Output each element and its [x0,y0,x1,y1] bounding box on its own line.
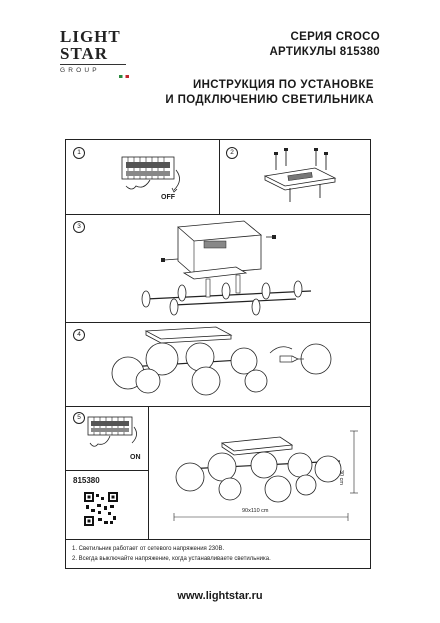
title-line-1: ИНСТРУКЦИЯ ПО УСТАНОВКЕ [192,79,374,91]
step-number-1: 1 [73,147,85,159]
step-number-2: 2 [226,147,238,159]
step-number-4: 4 [73,329,85,341]
logo-line-2: STAR [60,44,109,63]
italian-flag-icon [119,75,129,78]
mounting-assembly-illustration [141,220,312,316]
mounting-plate-illustration [263,148,337,202]
divider [148,406,149,539]
height-dimension: 30 cm [338,470,344,485]
series-block: СЕРИЯ CROCO АРТИКУЛЫ 815380 [269,30,380,60]
divider [66,539,370,540]
product-dimensions-illustration [173,430,358,521]
logo-line-3: GROUP [60,64,126,74]
divider [219,140,220,214]
on-label: ON [130,454,141,461]
qr-code-icon[interactable] [84,492,118,526]
step-number-3: 3 [73,221,85,233]
divider [66,322,370,323]
width-dimension: 90x110 cm [242,508,269,514]
divider [66,214,370,215]
brand-logo: LIGHT STAR GROUP [60,27,129,78]
note-2: 2. Всегда выключайте напряжение, когда у… [72,556,271,562]
page-title: ИНСТРУКЦИЯ ПО УСТАНОВКЕ И ПОДКЛЮЧЕНИЮ СВ… [165,78,374,108]
series-name: СЕРИЯ CROCO [290,31,380,43]
note-1: 1. Светильник работает от сетевого напря… [72,546,225,552]
product-article: 815380 [73,476,100,485]
step-number-5: 5 [73,412,85,424]
shade-installation-illustration [111,326,332,396]
instruction-frame: 1 2 3 4 5 OFF [65,139,371,569]
divider [66,406,370,407]
divider [66,470,148,471]
logo-line-1: LIGHT [60,27,121,46]
off-label: OFF [161,194,175,201]
switch-on-illustration [87,416,137,447]
switch-off-illustration [121,156,180,193]
title-line-2: И ПОДКЛЮЧЕНИЮ СВЕТИЛЬНИКА [165,94,374,106]
article-numbers: АРТИКУЛЫ 815380 [269,46,380,58]
website-link[interactable]: www.lightstar.ru [177,590,263,602]
